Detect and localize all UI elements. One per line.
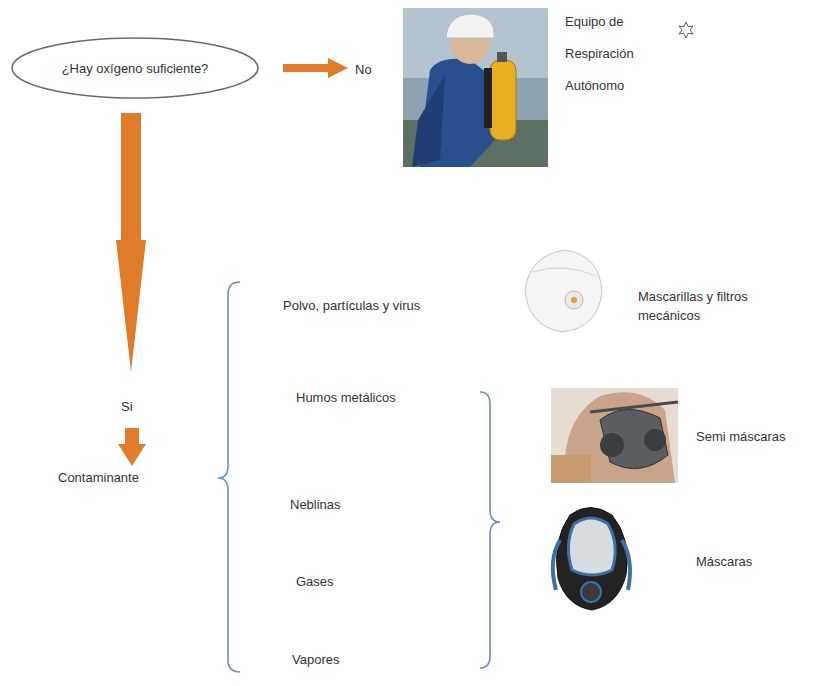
contaminant-label: Polvo, partículas y virus	[283, 297, 420, 314]
decision-ellipse: ¿Hay oxígeno suficiente?	[10, 36, 260, 100]
ellipse-shape	[12, 38, 258, 98]
flow-arrow	[118, 428, 146, 466]
brace	[218, 282, 240, 672]
equipment-label: Mascarillas y filtros mecánicos	[638, 287, 750, 325]
contaminant-label: Vapores	[292, 651, 339, 668]
flow-arrow	[283, 58, 348, 78]
full-mask-photo	[553, 508, 630, 611]
equipment-label: Equipo de Respiración Autónomo	[565, 6, 657, 102]
breathing-apparatus-photo	[403, 8, 548, 167]
star-symbol	[679, 22, 693, 38]
contaminant-label: Gases	[296, 573, 334, 590]
question-text: ¿Hay oxígeno suficiente?	[62, 61, 209, 76]
flow-arrow	[116, 113, 146, 372]
equipment-label: Máscaras	[696, 553, 752, 570]
contaminant-label: Humos metálicos	[296, 389, 396, 406]
brace	[480, 392, 500, 668]
dust-mask-photo	[525, 250, 602, 332]
branch-label: No	[355, 61, 372, 78]
half-mask-photo	[551, 388, 678, 483]
equipment-label: Semi máscaras	[696, 428, 786, 445]
branch-label: Si	[121, 398, 133, 415]
contaminant-label: Neblinas	[290, 496, 341, 513]
category-label: Contaminante	[58, 469, 139, 486]
